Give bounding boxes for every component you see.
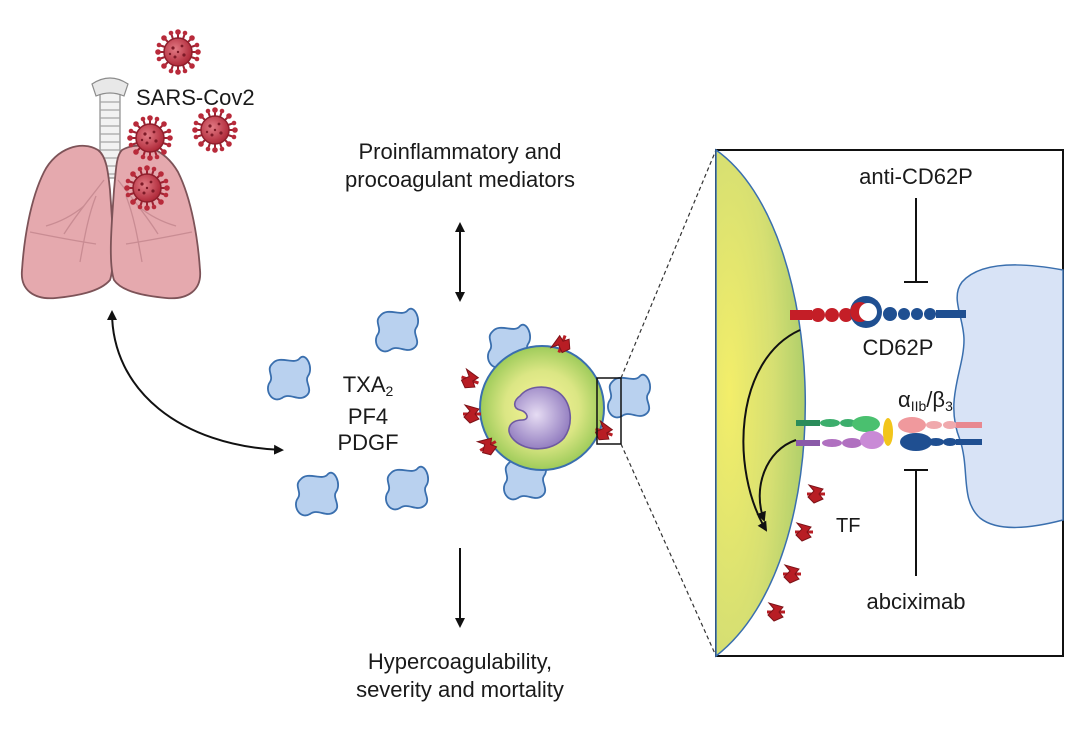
cd62p-complex: [790, 296, 966, 328]
mediator-pf4: PF4: [347, 404, 389, 429]
virus-label: SARS-Cov2: [136, 85, 255, 110]
integrin-complex: [796, 416, 982, 451]
bottom-label-line1: Hypercoagulability,: [367, 649, 553, 674]
inset-cell-surface: [715, 148, 806, 658]
virus-particle: [123, 164, 171, 212]
abciximab-inhibition: [904, 469, 928, 576]
zoom-lines: [620, 149, 717, 657]
anti-cd62p-inhibition: [904, 198, 928, 283]
bottom-label-line2: severity and mortality: [356, 677, 564, 702]
top-label-line2: procoagulant mediators: [345, 167, 575, 192]
platelet: [375, 307, 420, 353]
tf-receptor: [461, 403, 483, 425]
mediator-txa2: TXA2: [342, 372, 394, 399]
integrin-label: αIIb/β3: [898, 387, 953, 414]
signal-arrow-outer: [742, 329, 801, 532]
lungs-illustration: [21, 28, 239, 300]
inset-panel: [715, 148, 1064, 658]
top-label: Proinflammatory and procoagulant mediato…: [300, 138, 620, 194]
platelet: [267, 355, 312, 401]
virus-particle: [191, 106, 239, 154]
tf-receptor: [456, 366, 484, 394]
mediator-pdgf: PDGF: [337, 430, 399, 455]
anti-cd62p-label: anti-CD62P: [859, 164, 973, 189]
zoom-box: [596, 377, 622, 445]
inset-platelet: [953, 264, 1064, 529]
virus-particle: [154, 28, 202, 76]
mediators-label: TXA2 PF4 PDGF: [318, 372, 418, 456]
nucleus: [508, 386, 571, 450]
tf-label: TF: [836, 515, 861, 537]
platelet: [385, 465, 430, 511]
activated-cell: [456, 330, 618, 471]
bottom-label: Hypercoagulability, severity and mortali…: [300, 648, 620, 704]
left-lung: [21, 145, 115, 300]
lung-mediator-arrow: [107, 310, 284, 455]
abciximab-label: abciximab: [866, 589, 966, 614]
cd62p-label: CD62P: [862, 335, 934, 360]
platelet: [607, 373, 652, 419]
virus-particle: [126, 114, 174, 162]
signal-arrow-inner: [756, 439, 797, 522]
platelet: [295, 471, 340, 517]
top-label-line1: Proinflammatory and: [358, 139, 562, 164]
